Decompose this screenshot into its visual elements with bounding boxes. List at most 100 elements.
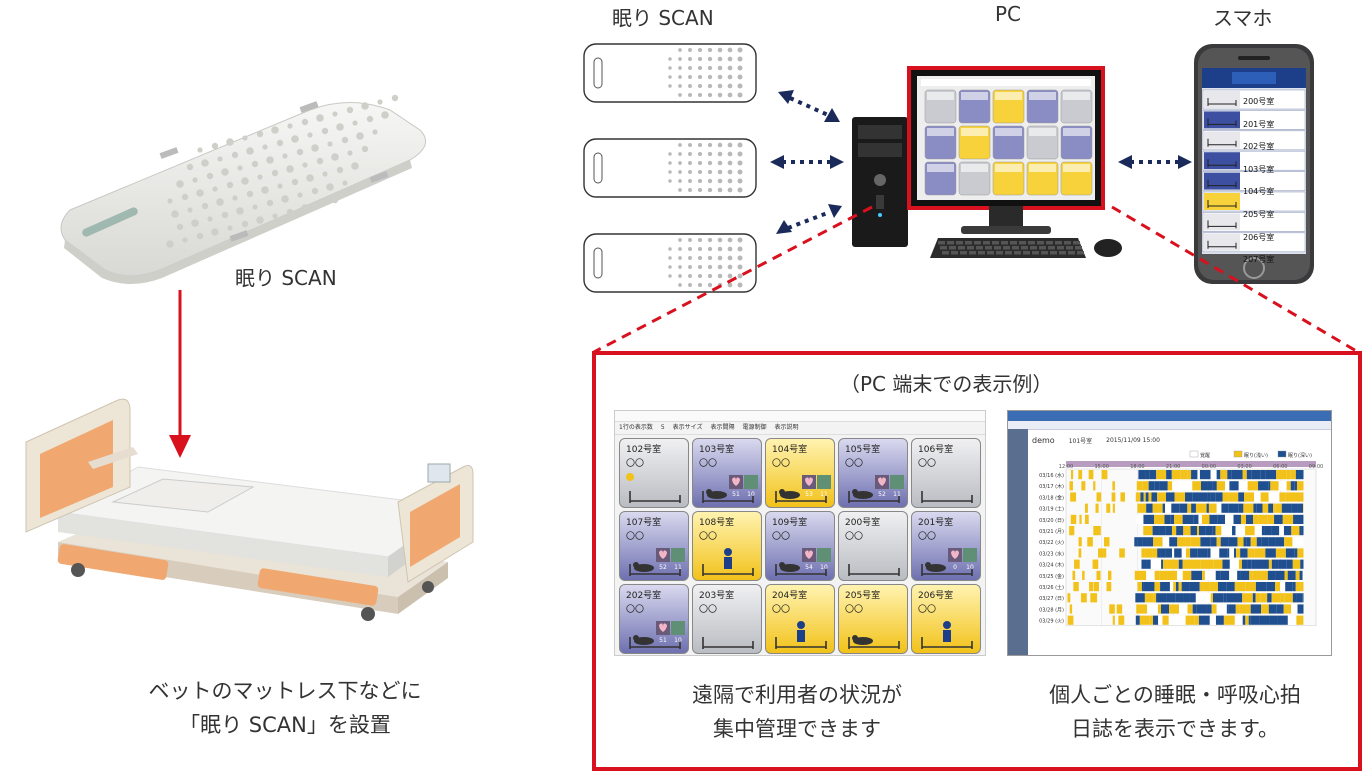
sleep-segment bbox=[1295, 570, 1300, 580]
room-tile[interactable]: 200号室〇〇 bbox=[838, 511, 908, 581]
sleep-segment bbox=[1273, 503, 1276, 513]
phone-room-5[interactable]: 205号室 bbox=[1243, 209, 1275, 219]
sleep-segment bbox=[1206, 604, 1212, 614]
sleep-segment bbox=[1119, 548, 1125, 558]
sleep-segment bbox=[1093, 582, 1099, 592]
resident-name: 〇〇 bbox=[699, 605, 718, 615]
sleep-segment bbox=[1276, 604, 1284, 614]
phone-room-3[interactable]: 103号室 bbox=[1243, 164, 1275, 174]
toolbar-size-button[interactable]: 表示サイズ bbox=[672, 424, 703, 431]
sleep-segment bbox=[1090, 593, 1094, 603]
diary-header: demo 101号室 2015/11/09 15:00 bbox=[1032, 433, 1327, 447]
sleep-segment bbox=[1296, 593, 1303, 603]
resident-name: 〇〇 bbox=[772, 459, 791, 469]
room-tile[interactable]: 108号室〇〇 bbox=[692, 511, 762, 581]
room-name: 109号室 bbox=[772, 518, 808, 528]
sleep-segment bbox=[1152, 526, 1160, 536]
sleep-segment bbox=[1247, 548, 1252, 558]
sleep-segment bbox=[1229, 481, 1232, 491]
sleep-segment bbox=[1153, 593, 1157, 603]
sleep-segment bbox=[1199, 470, 1211, 480]
diary-room: 101号室 bbox=[1068, 437, 1093, 445]
sleep-segment bbox=[1261, 537, 1269, 547]
sleep-segment bbox=[1103, 548, 1107, 558]
room-tile[interactable]: 205号室〇〇 bbox=[838, 584, 908, 654]
sleep-segment bbox=[1159, 526, 1166, 536]
toolbar-rows-value[interactable]: 5 bbox=[660, 424, 665, 431]
sleep-segment bbox=[1135, 492, 1141, 502]
pc-monitor bbox=[911, 70, 1101, 234]
sleep-segment bbox=[1166, 470, 1172, 480]
room-tile[interactable]: 204号室〇〇 bbox=[765, 584, 835, 654]
caption-left-line-2: 集中管理できます bbox=[713, 717, 881, 741]
room-tile[interactable]: 106号室〇〇 bbox=[911, 438, 981, 508]
sleep-segment bbox=[1266, 582, 1276, 592]
sleep-segment bbox=[1291, 604, 1298, 614]
phone-room-4[interactable]: 104号室 bbox=[1243, 187, 1275, 197]
sleep-segment bbox=[1203, 582, 1210, 592]
room-tile[interactable]: 102号室〇〇 bbox=[619, 438, 689, 508]
sleep-segment bbox=[1169, 604, 1180, 614]
room-tile[interactable]: 206号室〇〇 bbox=[911, 584, 981, 654]
sleep-segment bbox=[1276, 470, 1287, 480]
sleep-segment bbox=[1267, 593, 1272, 603]
sleep-segment bbox=[1198, 514, 1202, 524]
toolbar-power-button[interactable]: 電源制御 bbox=[742, 424, 767, 431]
sleep-segment bbox=[1268, 604, 1277, 614]
sleep-segment bbox=[1147, 537, 1154, 547]
sleep-segment bbox=[1079, 514, 1082, 524]
sleep-segment bbox=[1145, 470, 1150, 480]
sleep-segment bbox=[1120, 492, 1125, 502]
resident-name: 〇〇 bbox=[845, 459, 864, 469]
sleep-segment bbox=[1078, 470, 1083, 480]
toolbar-interval-button[interactable]: 表示間隔 bbox=[710, 424, 735, 431]
down-arrow bbox=[169, 290, 191, 458]
sleep-segment bbox=[1178, 582, 1182, 592]
sleep-segment bbox=[1244, 492, 1255, 502]
phone-room-6[interactable]: 206号室 bbox=[1243, 232, 1275, 242]
phone-room-7[interactable]: 207号室 bbox=[1243, 255, 1275, 265]
sleep-segment bbox=[1210, 537, 1217, 547]
sleep-segment bbox=[1228, 503, 1239, 513]
sleep-segment bbox=[1216, 481, 1226, 491]
sleep-segment bbox=[1240, 548, 1248, 558]
resident-name: 〇〇 bbox=[626, 605, 645, 615]
sleep-segment bbox=[1185, 537, 1191, 547]
sleep-segment bbox=[1265, 548, 1276, 558]
sleep-segment bbox=[1225, 481, 1230, 491]
sleep-segment bbox=[1302, 570, 1304, 580]
sleep-segment bbox=[1172, 548, 1175, 558]
sleep-segment bbox=[1251, 559, 1256, 569]
date-label: 03/25 (金) bbox=[1039, 573, 1064, 580]
sleep-segment bbox=[1286, 470, 1291, 480]
phone-room-1[interactable]: 201号室 bbox=[1243, 119, 1275, 129]
sleep-segment bbox=[1146, 559, 1151, 569]
sleep-segment bbox=[1072, 570, 1076, 580]
toolbar-help-button[interactable]: 表示説明 bbox=[774, 424, 799, 431]
sleep-segment bbox=[1103, 537, 1110, 547]
sleep-segment bbox=[1193, 514, 1199, 524]
sleep-segment bbox=[1205, 526, 1213, 536]
sleep-segment bbox=[1232, 526, 1236, 536]
resident-name: 〇〇 bbox=[918, 459, 937, 469]
sleep-segment bbox=[1261, 604, 1269, 614]
sleep-segment bbox=[1177, 537, 1186, 547]
svg-text:10: 10 bbox=[674, 637, 682, 644]
sleep-segment bbox=[1101, 470, 1108, 480]
bed-status-icon bbox=[702, 548, 754, 576]
sleep-segment bbox=[1182, 559, 1192, 569]
phone-room-0[interactable]: 200号室 bbox=[1243, 97, 1275, 106]
room-tile[interactable]: 203号室〇〇 bbox=[692, 584, 762, 654]
sleep-segment bbox=[1212, 481, 1217, 491]
sleep-segment bbox=[1259, 615, 1270, 625]
phone-room-2[interactable]: 202号室 bbox=[1243, 142, 1275, 152]
sleep-segment bbox=[1134, 570, 1143, 580]
